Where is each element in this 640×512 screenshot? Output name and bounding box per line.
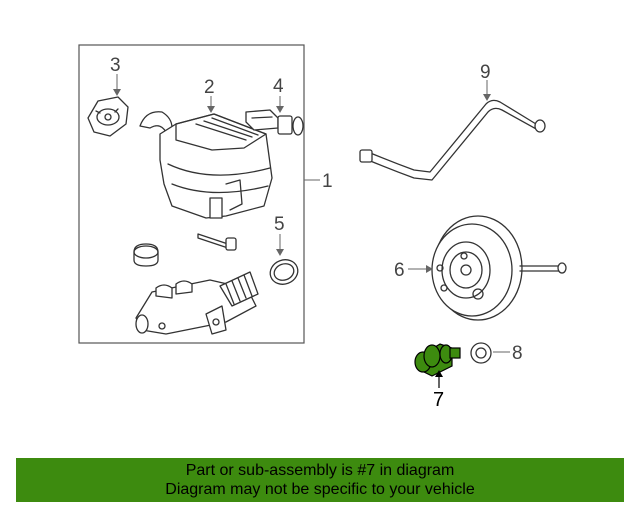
level-sensor[interactable] [245, 109, 304, 136]
check-valve-highlighted[interactable] [414, 343, 461, 377]
callout-1[interactable]: 1 [322, 171, 333, 192]
vacuum-hose[interactable] [359, 99, 546, 181]
valve-grommet[interactable] [470, 342, 492, 364]
banner-line-disclaimer: Diagram may not be specific to your vehi… [165, 481, 475, 498]
retaining-pin[interactable] [197, 233, 237, 251]
assembly-frame [78, 44, 305, 344]
callout-8[interactable]: 8 [512, 343, 523, 364]
callout-7[interactable]: 7 [433, 389, 444, 411]
banner-line-part: Part or sub-assembly is #7 in diagram [185, 462, 455, 479]
callout-5[interactable]: 5 [274, 214, 285, 235]
master-cylinder[interactable] [135, 271, 259, 335]
callout-9[interactable]: 9 [480, 62, 491, 83]
reservoir-cap[interactable] [87, 96, 129, 137]
parts-diagram: 1 3 2 4 [78, 44, 567, 411]
brake-booster[interactable] [431, 215, 567, 321]
callout-2[interactable]: 2 [204, 77, 215, 98]
o-ring[interactable] [267, 256, 302, 288]
info-banner: Part or sub-assembly is #7 in diagram Di… [16, 458, 624, 502]
reservoir-grommet[interactable] [133, 243, 159, 267]
callout-4[interactable]: 4 [273, 76, 284, 97]
callout-3[interactable]: 3 [110, 55, 121, 76]
fluid-reservoir[interactable] [139, 111, 273, 219]
callout-6[interactable]: 6 [394, 260, 405, 281]
